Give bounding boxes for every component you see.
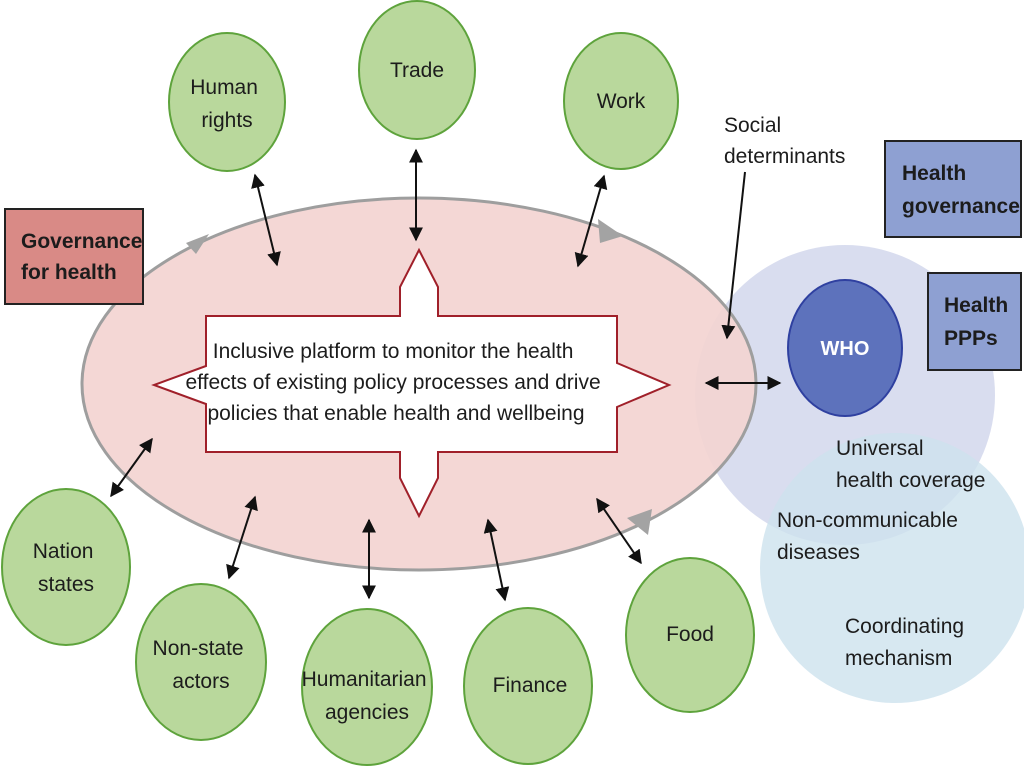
governance-for-health-line-2: for health: [21, 261, 117, 284]
node-nation-states: Nation states: [1, 488, 131, 646]
node-trade: Trade: [358, 0, 476, 140]
coordinating-mechanism-line-2: mechanism: [845, 647, 952, 670]
node-work: Work: [563, 32, 679, 170]
flow-arrowhead-top-left: [186, 234, 209, 254]
social-determinants-line-1: Social: [724, 114, 781, 137]
platform-cross-arrow: [151, 247, 672, 519]
social-determinants-label: Social determinants: [724, 114, 845, 168]
governance-for-health-line-1: Governance: [21, 230, 142, 253]
arrow-work: [574, 174, 608, 268]
node-trade-label: Trade: [390, 59, 444, 82]
node-non-state-actors-line-1: Non-state: [153, 637, 244, 660]
node-humanitarian-agencies: Humanitarian agencies: [301, 608, 433, 766]
who-label: WHO: [821, 338, 870, 360]
health-governance-box: Health governance: [884, 140, 1022, 238]
svg-text:Health governance: Health governance: [902, 162, 1020, 218]
arrow-food: [596, 497, 642, 565]
svg-text:Health PPPs: Health PPPs: [944, 294, 1014, 350]
health-ppps-line-1: Health: [944, 294, 1008, 317]
universal-health-coverage-line-1: Universal: [836, 437, 924, 460]
non-communicable-diseases-line-1: Non-communicable: [777, 509, 958, 532]
arrow-human-rights: [251, 173, 281, 267]
svg-text:Humanitarian agencies: Humanitarian agencies: [302, 668, 433, 724]
arrow-non-state-actors: [226, 495, 258, 580]
platform-text: Inclusive platform to monitor the health…: [185, 340, 606, 425]
node-nation-states-line-1: Nation: [33, 540, 94, 563]
health-ppps-box: Health PPPs: [927, 272, 1022, 371]
node-non-state-actors: Non-state actors: [135, 583, 267, 741]
platform-text-line-2: effects of existing policy processes and…: [185, 371, 600, 394]
node-finance: Finance: [463, 607, 593, 765]
arrow-nation-states: [110, 437, 153, 498]
svg-text:Human rights: Human rights: [190, 76, 264, 132]
node-finance-label: Finance: [493, 674, 568, 697]
coordinating-mechanism-label: Coordinating mechanism: [845, 615, 970, 670]
governance-for-health-box: Governance for health: [4, 208, 148, 305]
universal-health-coverage-label: Universal health coverage: [836, 437, 985, 492]
arrow-finance: [483, 518, 510, 602]
node-work-label: Work: [597, 90, 646, 113]
svg-text:Nation states: Nation states: [33, 540, 100, 596]
svg-text:Governance for health: Governance for health: [21, 230, 148, 284]
node-human-rights-line-1: Human: [190, 76, 258, 99]
node-human-rights-line-2: rights: [201, 109, 252, 132]
non-communicable-diseases-label: Non-communicable diseases: [777, 509, 964, 564]
health-governance-line-1: Health: [902, 162, 966, 185]
node-humanitarian-agencies-line-1: Humanitarian: [302, 668, 427, 691]
health-ppps-line-2: PPPs: [944, 327, 998, 350]
node-food: Food: [625, 557, 755, 713]
node-food-label: Food: [666, 623, 714, 646]
who-node: WHO: [787, 279, 903, 417]
node-non-state-actors-line-2: actors: [172, 670, 229, 693]
node-humanitarian-agencies-line-2: agencies: [325, 701, 409, 724]
social-determinants-line-2: determinants: [724, 145, 845, 168]
coordinating-mechanism-line-1: Coordinating: [845, 615, 964, 638]
coordination-circle: [760, 433, 1024, 703]
node-nation-states-line-2: states: [38, 573, 94, 596]
arrow-social-determinants: [721, 171, 746, 340]
non-communicable-diseases-line-2: diseases: [777, 541, 860, 564]
universal-health-coverage-line-2: health coverage: [836, 469, 985, 492]
svg-text:Non-state actors: Non-state actors: [153, 637, 250, 693]
node-human-rights: Human rights: [168, 32, 286, 172]
health-governance-line-2: governance: [902, 195, 1020, 218]
platform-text-line-1: Inclusive platform to monitor the health: [213, 340, 574, 363]
platform-text-line-3: policies that enable health and wellbein…: [207, 402, 584, 425]
